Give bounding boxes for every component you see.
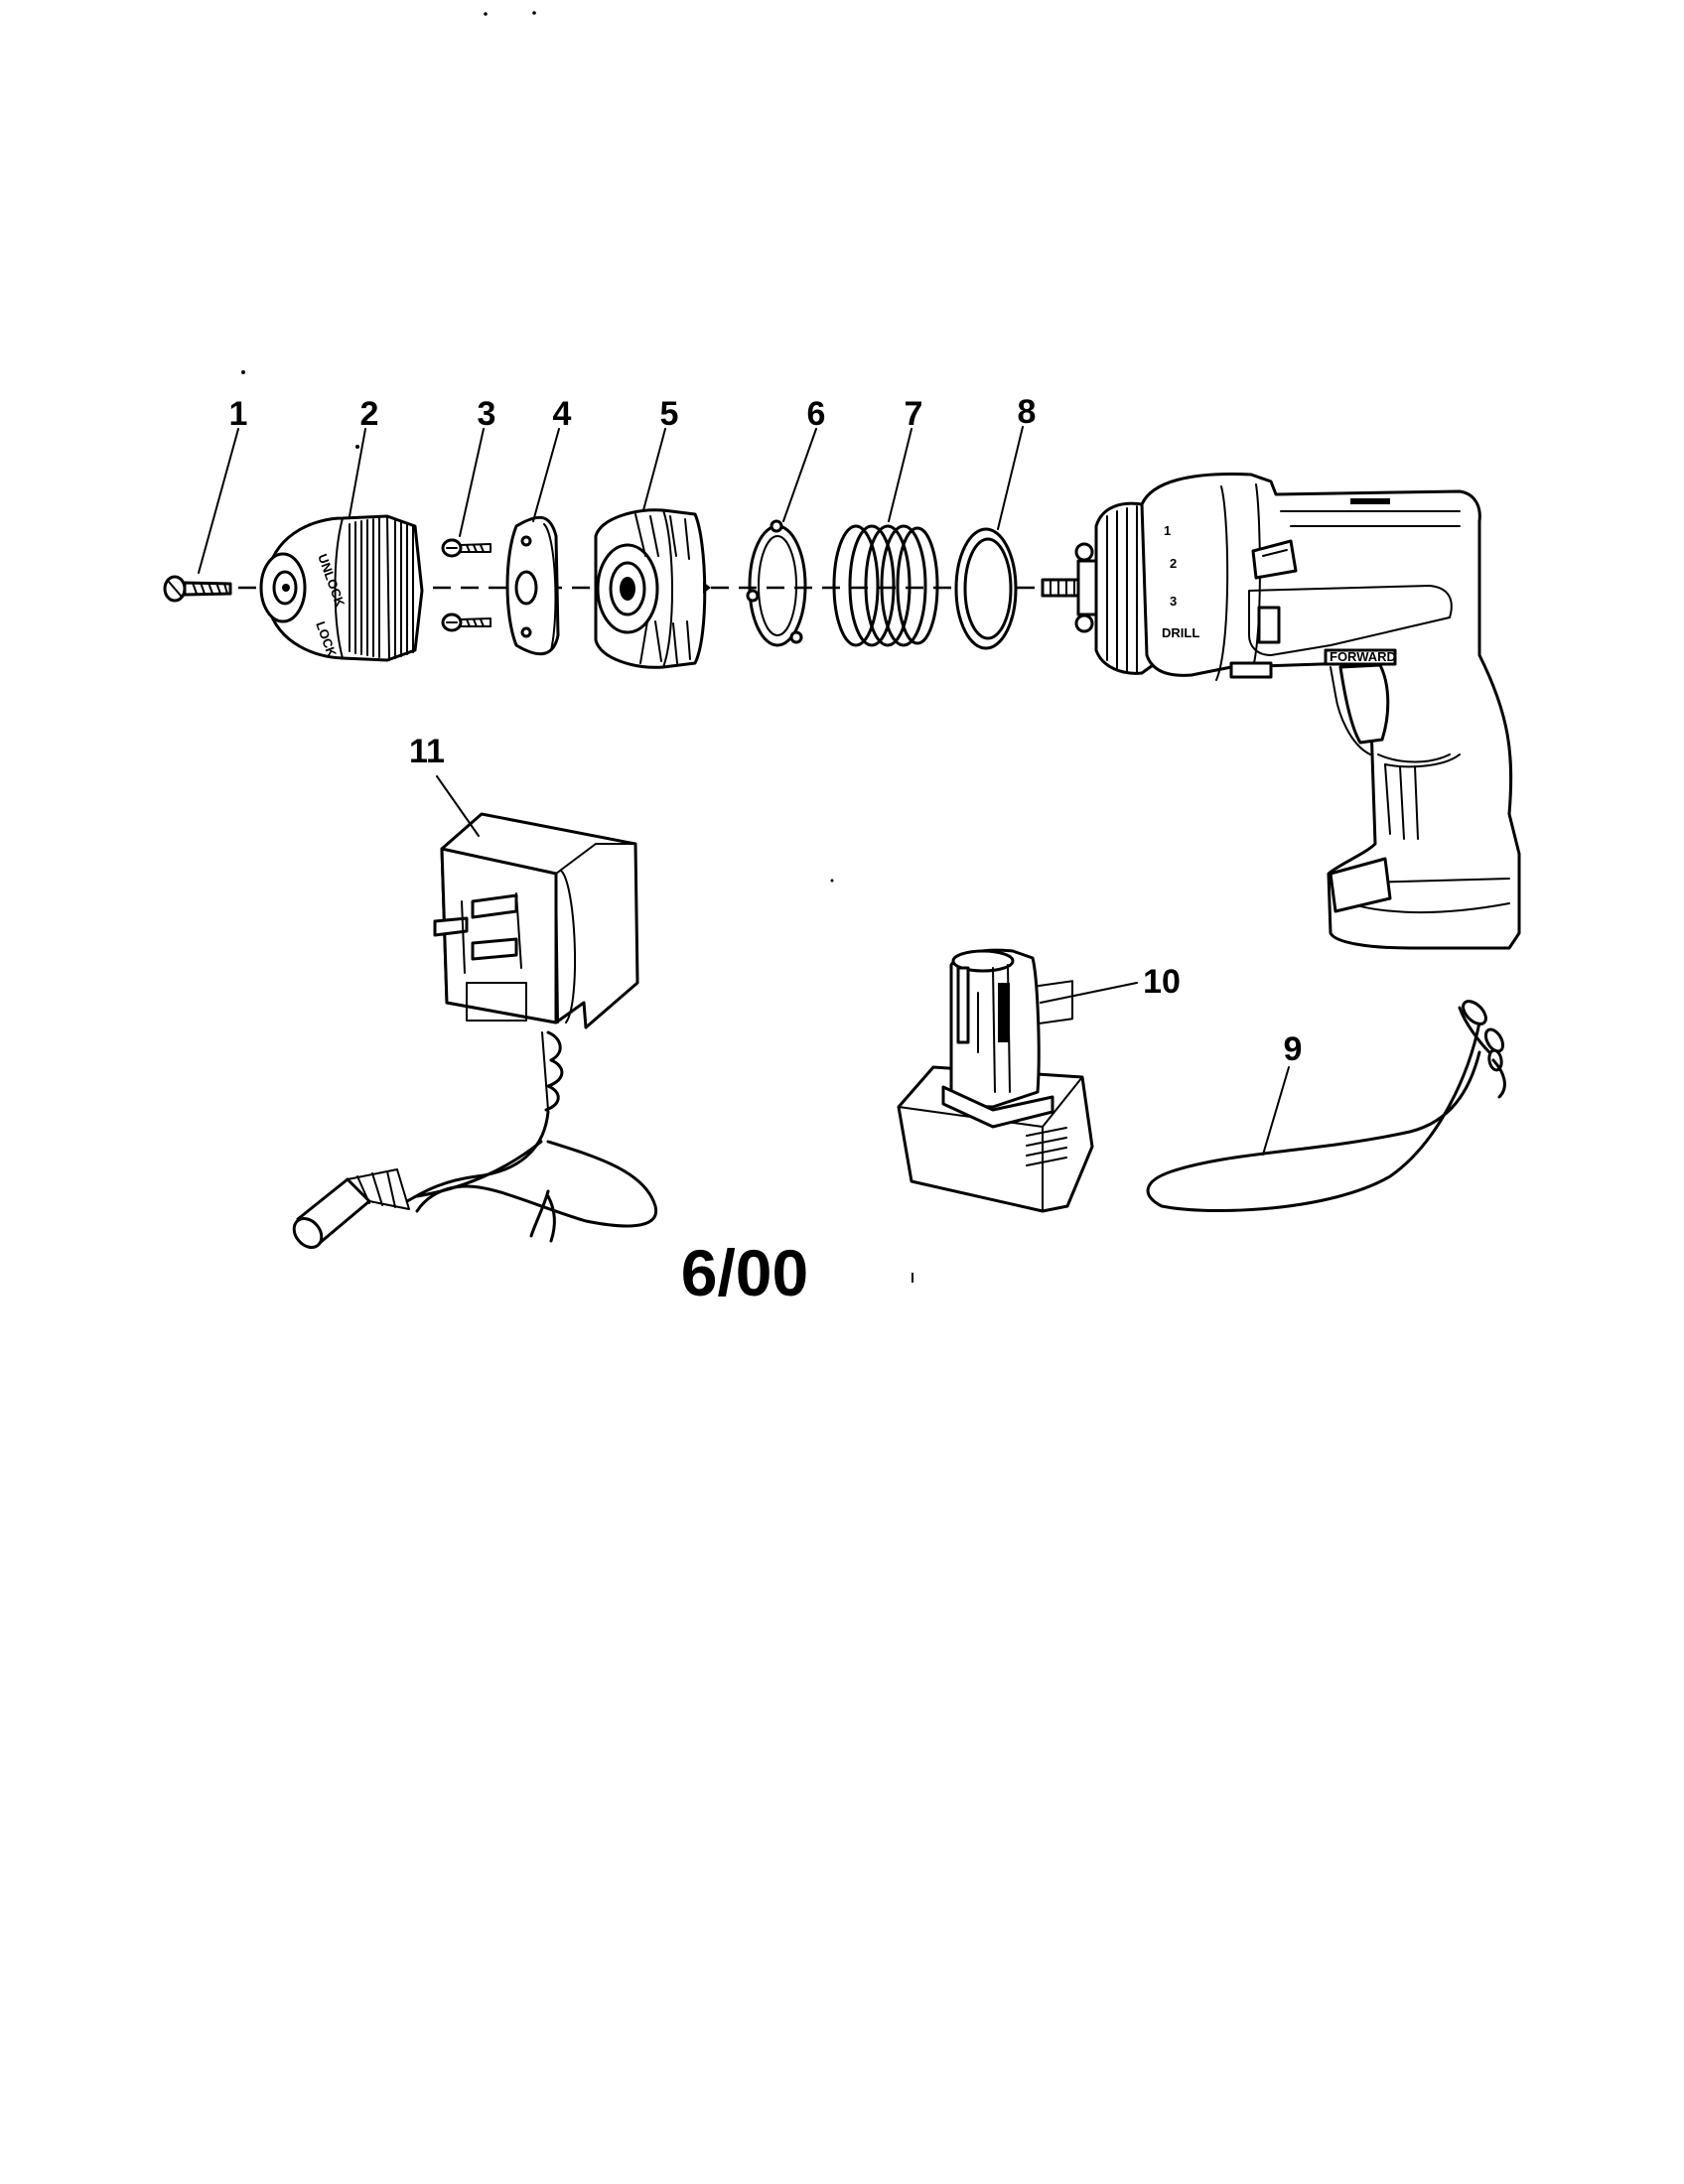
part-10-battery: 10 (897, 948, 1181, 1213)
part-5-clutch-collar: 5 (594, 395, 711, 669)
clutch-collar-icon (594, 508, 711, 669)
part-number-3: 3 (478, 395, 496, 433)
drill-body: 1 2 3 DRILL FORWARD (1041, 473, 1521, 950)
part-2-chuck: UNLOCK LOCK 2 (259, 395, 424, 662)
part-number-1: 1 (229, 395, 248, 433)
battery-pack-icon (897, 948, 1094, 1213)
spring-icon (832, 524, 939, 647)
part-1-screw: 1 (163, 395, 248, 603)
clutch-setting-1: 1 (1164, 523, 1171, 538)
part-9-strap: 9 (1146, 1000, 1506, 1213)
part-number-8: 8 (1018, 393, 1037, 431)
clutch-setting-2: 2 (1170, 556, 1177, 571)
screw-pair-icon (441, 538, 491, 632)
retaining-ring-icon (746, 519, 807, 647)
direction-switch-label: FORWARD (1330, 649, 1396, 664)
washer-icon (954, 527, 1018, 650)
flat-plate-icon (505, 515, 560, 656)
part-4-plate: 4 (505, 395, 572, 656)
screw-icon (163, 575, 232, 603)
part-number-4: 4 (553, 395, 572, 433)
part-6-retaining-ring: 6 (746, 395, 826, 647)
part-number-2: 2 (360, 395, 379, 433)
revision-date: 6/00 (681, 1236, 808, 1309)
spindle-shaft (1041, 542, 1100, 633)
part-number-10: 10 (1143, 963, 1181, 1001)
wall-charger-icon (292, 812, 658, 1249)
part-8-washer: 8 (954, 393, 1037, 650)
part-number-7: 7 (905, 395, 923, 433)
part-7-spring: 7 (832, 395, 939, 647)
part-number-11: 11 (409, 733, 445, 770)
part-number-6: 6 (807, 395, 826, 433)
keyless-chuck-icon: UNLOCK LOCK (259, 514, 424, 662)
clutch-setting-3: 3 (1170, 594, 1177, 609)
part-number-5: 5 (660, 395, 679, 433)
clutch-setting-drill: DRILL (1162, 625, 1199, 640)
part-11-charger: 11 (292, 733, 658, 1249)
part-number-9: 9 (1284, 1030, 1303, 1068)
part-3-screws: 3 (441, 395, 496, 632)
wrist-strap-icon (1146, 1000, 1506, 1213)
scan-specks (241, 11, 913, 1283)
